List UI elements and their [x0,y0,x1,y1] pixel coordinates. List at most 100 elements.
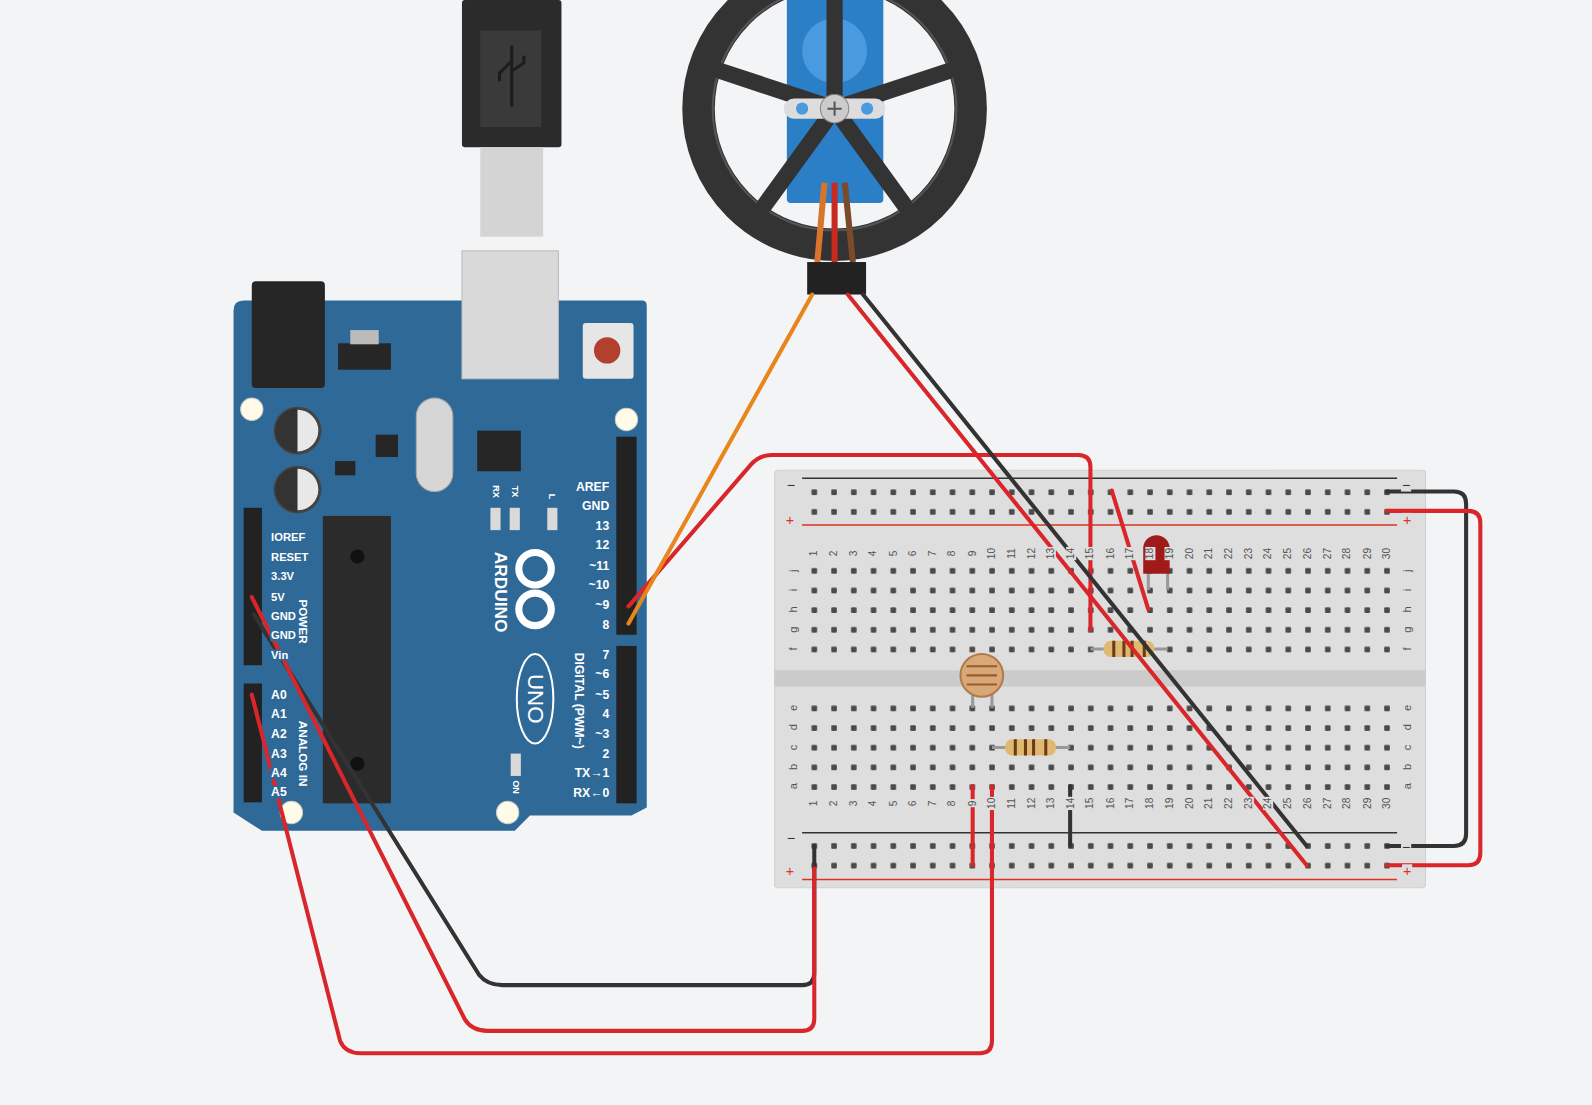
usb-icon [500,46,524,107]
section-label: DIGITAL (PWM~) [573,652,585,750]
crystal [416,398,453,491]
small-chip [376,435,398,457]
wire [1387,492,1466,846]
wire [863,295,1307,846]
column-number: 3 [849,550,859,558]
rail-line [802,879,1397,881]
servo-motor [699,0,971,295]
pin-label: IOREF [270,532,306,543]
wire [1068,786,1072,846]
column-number: 3 [849,800,859,808]
column-number: 28 [1342,797,1352,810]
center-channel [775,670,1426,686]
column-number: 14 [1066,547,1076,560]
reset-cap [594,337,620,363]
row-letter: c [1402,744,1413,752]
screw-cross [827,102,841,116]
column-number: 18 [1145,797,1155,810]
arduino-uno [234,251,647,831]
rail-sign: − [1401,840,1411,854]
wire [628,455,1090,630]
rail-sign: − [786,831,796,845]
wires [252,295,1481,1054]
resistor [1005,739,1056,755]
usb-plug [462,0,562,147]
led-label: L [547,493,556,501]
column-number: 18 [1145,547,1155,560]
column-number: 7 [928,800,938,808]
regulator [338,343,391,369]
row-letter: i [787,588,798,593]
capacitor [275,467,320,512]
column-number: 12 [1026,797,1036,810]
column-number: 23 [1244,547,1254,560]
row-letter: b [1402,763,1413,771]
wire [848,295,1307,866]
breadboard-body [775,470,1426,887]
column-number: 20 [1184,547,1194,560]
mount-hole [241,398,263,420]
pin-label: 8 [601,619,610,631]
pin-label: 4 [601,708,610,720]
wire [628,295,812,624]
pin-label: A5 [270,786,288,798]
pin-label: A4 [270,767,288,779]
column-number: 9 [967,550,977,558]
photoresistor [960,654,1003,697]
row-letter: h [1402,605,1413,613]
servo-lead [845,183,853,262]
pin-label: ~3 [594,728,610,740]
screw [820,94,848,122]
rail-sign: − [786,477,796,491]
column-number: 24 [1263,547,1273,560]
column-number: 6 [908,800,918,808]
column-number: 29 [1362,547,1372,560]
uno-oval [517,654,554,743]
capacitor-mark [275,408,297,453]
row-letter: a [787,782,798,790]
row-letter: e [1402,704,1413,712]
row-letter: j [1402,569,1413,574]
row-letter: c [787,744,798,752]
column-number: 27 [1323,797,1333,810]
pin-label: ~5 [594,689,610,701]
row-letter: d [1402,723,1413,731]
resistor-bands [1015,739,1045,755]
pin-label: A0 [270,689,288,701]
column-number: 25 [1283,547,1293,560]
logo-loop [519,593,551,625]
wire [1112,491,1149,610]
servo-lead [817,183,824,262]
servo-connector [807,262,866,294]
column-number: 13 [1046,547,1056,560]
row-letter: f [787,646,798,651]
dc-jack [252,281,325,388]
column-number: 1 [809,550,819,558]
column-number: 10 [987,797,997,810]
column-number: 26 [1303,547,1313,560]
column-number: 19 [1165,797,1175,810]
column-number: 16 [1105,547,1115,560]
rail-sign: + [1402,513,1412,527]
pin-label: RESET [270,552,309,563]
column-number: 21 [1204,547,1214,560]
column-number: 30 [1382,797,1392,810]
on-led [511,754,521,776]
column-number: 5 [888,550,898,558]
pin-label: ~11 [588,560,610,572]
digital-header [616,646,636,803]
logo-loop [519,552,551,584]
spoke [826,0,842,109]
components [960,535,1169,755]
rail-sign: + [785,864,795,878]
led-label: ON [511,779,520,795]
column-number: 30 [1382,547,1392,560]
led-label: RX [491,484,500,499]
row-letter: d [787,723,798,731]
row-letter: h [787,605,798,613]
power-header [244,508,262,665]
column-number: 24 [1263,797,1273,810]
horn-hole [861,103,873,115]
model-label: UNO [524,673,546,725]
